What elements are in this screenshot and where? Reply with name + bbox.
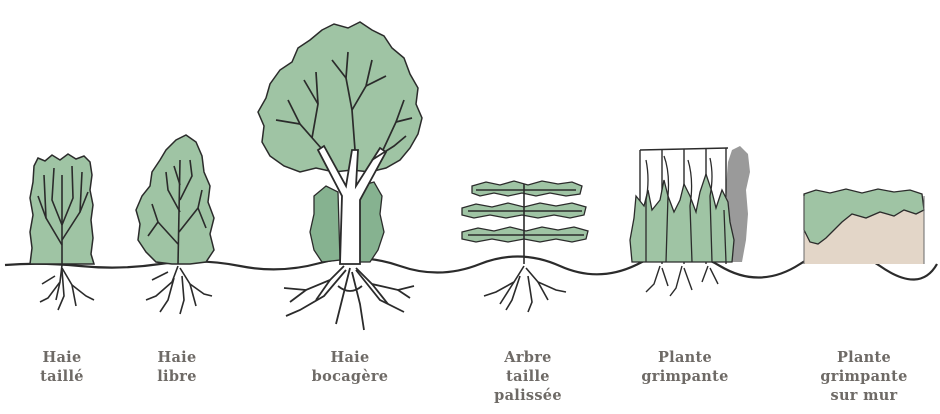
espalier-tree-drawing — [462, 181, 588, 312]
bocage-hedge-drawing — [258, 22, 422, 330]
label-line: bocagère — [280, 367, 420, 386]
label-haie-libre: Haie libre — [107, 348, 247, 386]
climbing-plant-drawing — [630, 146, 750, 296]
label-haie-bocagere: Haie bocagère — [280, 348, 420, 386]
label-line: libre — [107, 367, 247, 386]
bocage-roots — [284, 266, 414, 330]
bocage-tree-crown — [258, 22, 422, 172]
trimmed-hedge-roots — [40, 265, 94, 310]
climbing-plant-roots — [646, 266, 718, 296]
espalier-roots — [484, 266, 566, 312]
free-hedge-drawing — [136, 135, 214, 314]
label-line: taille — [458, 367, 598, 386]
label-plante-grimpante: Plante grimpante — [615, 348, 755, 386]
label-line: Arbre — [458, 348, 598, 367]
wall-climber-drawing — [804, 189, 924, 264]
label-line: palissée — [458, 386, 598, 405]
trimmed-hedge-drawing — [30, 154, 94, 310]
label-line: Haie — [107, 348, 247, 367]
label-plante-grimpante-sur-mur: Plante grimpante sur mur — [794, 348, 934, 405]
label-arbre-taille-palissee: Arbre taille palissée — [458, 348, 598, 405]
free-hedge-foliage — [136, 135, 214, 264]
label-line: grimpante — [615, 367, 755, 386]
free-hedge-roots — [146, 266, 212, 314]
label-line: grimpante — [794, 367, 934, 386]
label-line: sur mur — [794, 386, 934, 405]
label-line: Plante — [794, 348, 934, 367]
label-line: Plante — [615, 348, 755, 367]
label-line: Haie — [280, 348, 420, 367]
ground-line — [5, 251, 937, 279]
